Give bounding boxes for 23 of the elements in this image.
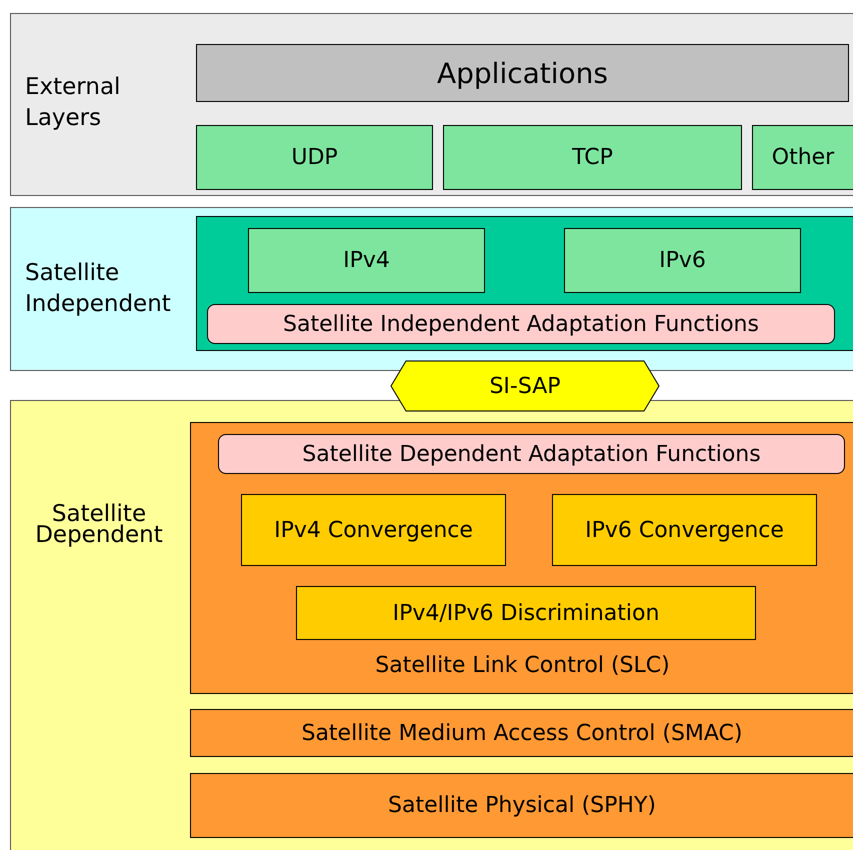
function-box: Satellite Dependent Adaptation Functions	[218, 434, 845, 474]
layer-label: Satellite Independent	[25, 259, 172, 320]
function-box: IPv4/IPv6 Discrimination	[296, 586, 756, 640]
layer-band	[10, 400, 853, 850]
layer-label: Satellite Dependent	[34, 504, 164, 546]
panel-label: Satellite Link Control (SLC)	[374, 653, 671, 678]
protocol-box: Other	[752, 125, 853, 190]
layer-band	[10, 207, 853, 371]
link-control-panel	[190, 422, 853, 694]
function-box: IPv6 Convergence	[552, 494, 817, 566]
layer-label: External Layers	[25, 73, 122, 134]
protocol-box: IPv4	[248, 228, 485, 293]
protocol-box: IPv6	[564, 228, 801, 293]
interface-hexagon: SI-SAP	[390, 360, 660, 412]
layer-box: Satellite Physical (SPHY)	[190, 773, 853, 838]
protocol-box: UDP	[196, 125, 433, 190]
protocol-box: Applications	[196, 44, 849, 102]
sublayer-panel	[196, 216, 853, 351]
layer-band	[10, 13, 853, 196]
function-box: Satellite Independent Adaptation Functions	[207, 304, 835, 344]
function-box: IPv4 Convergence	[241, 494, 506, 566]
layer-box: Satellite Medium Access Control (SMAC)	[190, 709, 853, 757]
protocol-box: TCP	[443, 125, 742, 190]
